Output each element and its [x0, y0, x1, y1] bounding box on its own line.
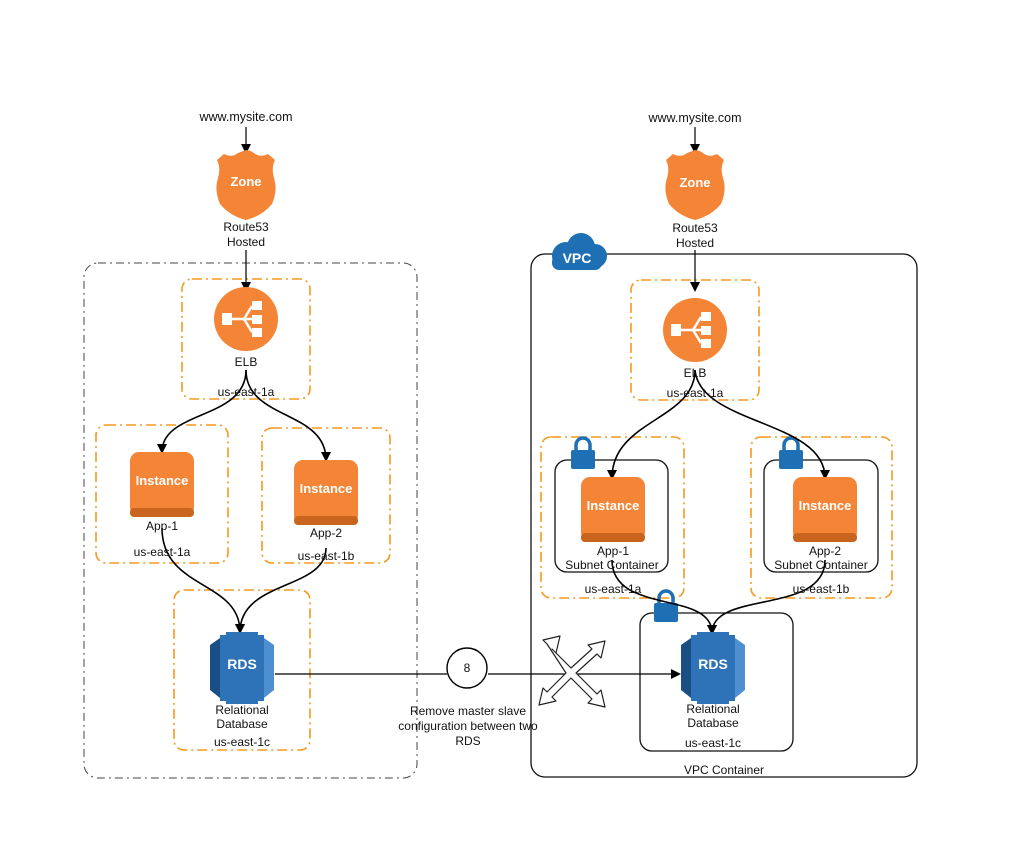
- left-rds-line1: Relational: [215, 703, 269, 717]
- right-arrow-app2-rds: [707, 559, 826, 635]
- left-app1-az-label: us-east-1a: [133, 545, 191, 559]
- right-app2-instance-label: Instance: [798, 498, 852, 513]
- left-rds-icon: [210, 632, 274, 704]
- step-note-line2: configuration between two: [398, 719, 538, 733]
- right-app2-subnet-label: Subnet Container: [774, 558, 868, 572]
- left-elb-az-label: us-east-1a: [217, 385, 275, 399]
- left-arrow-app2-rds: [235, 547, 327, 634]
- right-az-box-app2: [750, 436, 893, 599]
- step-number: 8: [463, 661, 471, 675]
- right-rds-subnet-box: [639, 612, 794, 752]
- left-region-border: [83, 262, 418, 779]
- remove-cross-icon: [538, 635, 606, 708]
- right-rds-icon-label: RDS: [698, 656, 728, 672]
- step-note-line1: Remove master slave: [409, 704, 527, 718]
- left-arrow-app1-rds: [161, 527, 245, 634]
- left-rds-icon-label: RDS: [227, 656, 257, 672]
- left-app1-instance-icon: [130, 452, 194, 516]
- right-rds-icon: [681, 632, 745, 704]
- left-az-box-rds: [173, 589, 311, 751]
- right-app1-instance-icon: [581, 477, 645, 541]
- right-zone-icon-label: Zone: [679, 175, 711, 190]
- right-rds-az-label: us-east-1c: [684, 736, 742, 750]
- left-zone-icon: [216, 150, 276, 220]
- right-zone-icon: [665, 150, 725, 220]
- vpc-container-border: [530, 253, 918, 778]
- left-app2-az-label: us-east-1b: [297, 549, 355, 563]
- right-app2-label: App-2: [808, 544, 842, 558]
- right-route53-line2: Hosted: [675, 236, 715, 250]
- left-app2-label: App-2: [309, 526, 343, 540]
- vpc-badge-label: VPC: [562, 250, 592, 266]
- left-domain-label: www.mysite.com: [199, 110, 293, 124]
- left-rds-az-label: us-east-1c: [213, 735, 271, 749]
- left-app1-instance-label: Instance: [135, 473, 189, 488]
- step-number-circle: [446, 647, 488, 689]
- left-arrow-elb-app2: [245, 369, 331, 462]
- right-domain-label: www.mysite.com: [648, 111, 742, 125]
- left-az-box-app1: [95, 424, 229, 564]
- vpc-container-label: VPC Container: [683, 763, 765, 777]
- left-app2-instance-label: Instance: [299, 481, 353, 496]
- right-app1-label: App-1: [596, 544, 630, 558]
- step-note-line3: RDS: [455, 734, 481, 748]
- left-elb-glyph: [230, 305, 254, 333]
- right-rds-line2: Database: [687, 716, 739, 730]
- left-route53-line2: Hosted: [226, 235, 266, 249]
- right-app1-lock-icon: [569, 436, 597, 471]
- right-arrow-elb-app2: [694, 369, 830, 480]
- vpc-cloud-icon: [552, 233, 607, 270]
- left-app2-instance-icon: [294, 460, 358, 524]
- left-elb-label: ELB: [234, 355, 258, 369]
- right-elb-label: ELB: [683, 366, 707, 380]
- left-arrow-elb-app1: [157, 369, 247, 454]
- left-zone-icon-label: Zone: [230, 174, 262, 189]
- right-route53-line1: Route53: [672, 221, 718, 235]
- right-elb-az-label: us-east-1a: [666, 386, 724, 400]
- right-app1-subnet-label: Subnet Container: [565, 558, 659, 572]
- right-arrow-elb-app1: [607, 369, 696, 480]
- right-app2-az-label: us-east-1b: [792, 582, 850, 596]
- left-app1-label: App-1: [145, 519, 179, 533]
- left-az-box-app2: [261, 427, 391, 564]
- right-app1-instance-label: Instance: [586, 498, 640, 513]
- right-app1-subnet-box: [554, 459, 669, 573]
- left-route53-line1: Route53: [223, 220, 269, 234]
- right-app2-instance-icon: [793, 477, 857, 541]
- right-app1-az-label: us-east-1a: [584, 582, 642, 596]
- right-az-box-app1: [540, 436, 685, 599]
- right-arrow-app1-rds: [611, 559, 717, 635]
- right-app2-lock-icon: [777, 436, 805, 471]
- right-rds-line1: Relational: [686, 702, 740, 716]
- left-rds-line2: Database: [216, 717, 268, 731]
